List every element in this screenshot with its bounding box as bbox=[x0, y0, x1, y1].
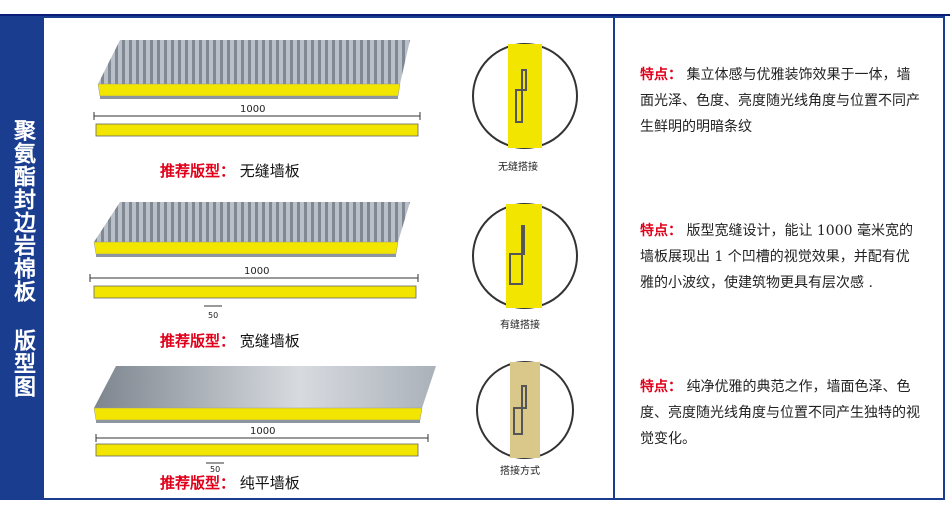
panel-2-illustration: 1000 50 bbox=[89, 202, 419, 320]
joint-detail-2: 有缝搭接 bbox=[472, 203, 578, 331]
panel-2-label: 推荐版型： 宽缝墙板 bbox=[160, 330, 300, 351]
recommend-label: 推荐版型： bbox=[160, 332, 236, 350]
panel-3-label: 推荐版型： 纯平墙板 bbox=[160, 472, 300, 493]
panel-2-section bbox=[93, 285, 417, 299]
panel-1-bottom-skin bbox=[100, 96, 398, 99]
panel-1-dimension: 1000 bbox=[240, 104, 265, 115]
panel-3-section bbox=[95, 443, 419, 457]
top-rule bbox=[0, 14, 950, 16]
panel-3-name: 纯平墙板 bbox=[239, 474, 300, 492]
joint-detail-1: 无缝搭接 bbox=[472, 43, 578, 173]
panel-1-section bbox=[95, 123, 419, 137]
panel-2-dimension: 1000 bbox=[244, 266, 269, 277]
recommend-label: 推荐版型： bbox=[160, 162, 236, 180]
panel-2-groove: 50 bbox=[208, 311, 218, 320]
joint-detail-3: 搭接方式 bbox=[476, 361, 574, 477]
panel-1-name: 无缝墙板 bbox=[239, 162, 300, 180]
feature-1: 特点： 集立体感与优雅装饰效果于一体，墙面光泽、色度、亮度随光线角度与位置不同产… bbox=[640, 62, 920, 140]
feature-2-text: 版型宽缝设计，能让 1000 毫米宽的墙板展现出 1 个凹槽的视觉效果，并配有优… bbox=[640, 223, 913, 291]
feature-3: 特点： 纯净优雅的典范之作，墙面色泽、色度、亮度随光线角度与位置不同产生独特的视… bbox=[640, 374, 920, 452]
joint-1-caption: 无缝搭接 bbox=[498, 160, 538, 173]
joint-3-caption: 搭接方式 bbox=[500, 464, 540, 477]
panel-3-groove: 50 bbox=[210, 465, 220, 474]
feature-1-text: 集立体感与优雅装饰效果于一体，墙面光泽、色度、亮度随光线角度与位置不同产生鲜明的… bbox=[640, 67, 920, 135]
feature-2: 特点： 版型宽缝设计，能让 1000 毫米宽的墙板展现出 1 个凹槽的视觉效果，… bbox=[640, 218, 920, 296]
panel-2-bottom-skin bbox=[96, 254, 396, 257]
panel-1-core bbox=[97, 83, 401, 97]
joint-2-caption: 有缝搭接 bbox=[500, 318, 540, 331]
sidebar: 聚氨酯封边岩棉板 版型图 bbox=[0, 16, 44, 500]
panel-2-core bbox=[93, 241, 399, 255]
panel-2-top-surface bbox=[94, 202, 410, 242]
panel-3-top-surface bbox=[94, 366, 436, 408]
sidebar-title: 聚氨酯封边岩棉板 版型图 bbox=[10, 118, 35, 398]
feature-3-text: 纯净优雅的典范之作，墙面色泽、色度、亮度随光线角度与位置不同产生独特的视觉变化。 bbox=[640, 379, 920, 447]
feature-label: 特点： bbox=[640, 223, 682, 239]
content-frame bbox=[44, 16, 945, 500]
panel-3-bottom-skin bbox=[96, 420, 420, 423]
column-divider bbox=[613, 16, 615, 500]
panel-3-core bbox=[93, 407, 423, 421]
recommend-label: 推荐版型： bbox=[160, 474, 236, 492]
feature-label: 特点： bbox=[640, 67, 682, 83]
panel-1-top-surface bbox=[98, 40, 410, 84]
panel-2-name: 宽缝墙板 bbox=[239, 332, 300, 350]
panel-3-dimension: 1000 bbox=[250, 426, 275, 437]
feature-label: 特点： bbox=[640, 379, 682, 395]
panel-1-label: 推荐版型： 无缝墙板 bbox=[160, 160, 300, 181]
panel-1-illustration: 1000 bbox=[93, 40, 421, 137]
panel-3-illustration: 1000 50 bbox=[93, 366, 436, 474]
